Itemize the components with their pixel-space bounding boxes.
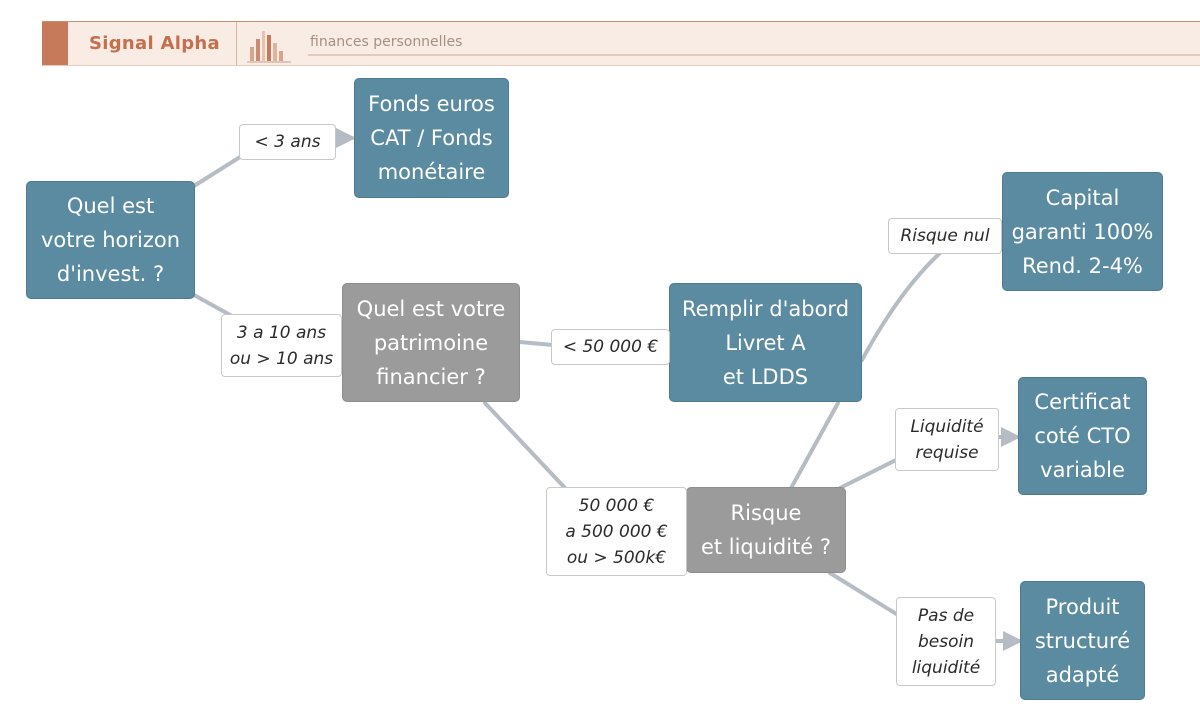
connector-patrimoine-500k (483, 401, 567, 490)
edge-label-pas-besoin: Pas de besoin liquidité (896, 597, 996, 686)
edge-label-moins-50k: < 50 000 € (551, 329, 670, 365)
question-risque-node[interactable]: Risque et liquidité ? (686, 487, 846, 573)
connector-risque-livret (788, 401, 840, 492)
edge-label-moins-3-ans: < 3 ans (239, 124, 336, 160)
app-header: Signal Alpha finances personnelles (42, 21, 1200, 66)
connector-livret-risquenul (860, 251, 942, 362)
edge-label-risque-nul: Risque nul (888, 218, 1002, 254)
connector-horizon-3ans (192, 155, 242, 188)
connector-risque-liquidite (838, 458, 898, 490)
brand-name[interactable]: Signal Alpha (89, 33, 220, 54)
connector-patrimoine-50k (518, 340, 555, 347)
produit-structure-node[interactable]: Produit structuré adapté (1020, 581, 1145, 700)
header-separator (236, 22, 237, 65)
question-horizon-node[interactable]: Quel est votre horizon d'invest. ? (26, 181, 195, 299)
edge-label-liquidite-requise: Liquidité requise (895, 408, 999, 471)
header-subtitle: finances personnelles (310, 34, 463, 50)
connector-risque-pasbesoin (828, 571, 900, 617)
fonds-euros-node[interactable]: Fonds euros CAT / Fonds monétaire (354, 78, 509, 198)
edge-label-50k-500k: 50 000 € a 500 000 € ou > 500k€ (546, 487, 687, 576)
bar-chart-logo-icon (247, 31, 291, 63)
capital-garanti-node[interactable]: Capital garanti 100% Rend. 2-4% (1002, 172, 1163, 291)
question-patrimoine-node[interactable]: Quel est votre patrimoine financier ? (342, 283, 520, 402)
certificat-node[interactable]: Certificat coté CTO variable (1018, 377, 1147, 495)
header-rule (308, 54, 1200, 56)
connector-horizon-10ans (192, 293, 234, 318)
livret-a-node[interactable]: Remplir d'abord Livret A et LDDS (669, 283, 862, 402)
edge-label-3-10-ans: 3 a 10 ans ou > 10 ans (221, 314, 342, 377)
header-accent-bar (42, 22, 68, 65)
